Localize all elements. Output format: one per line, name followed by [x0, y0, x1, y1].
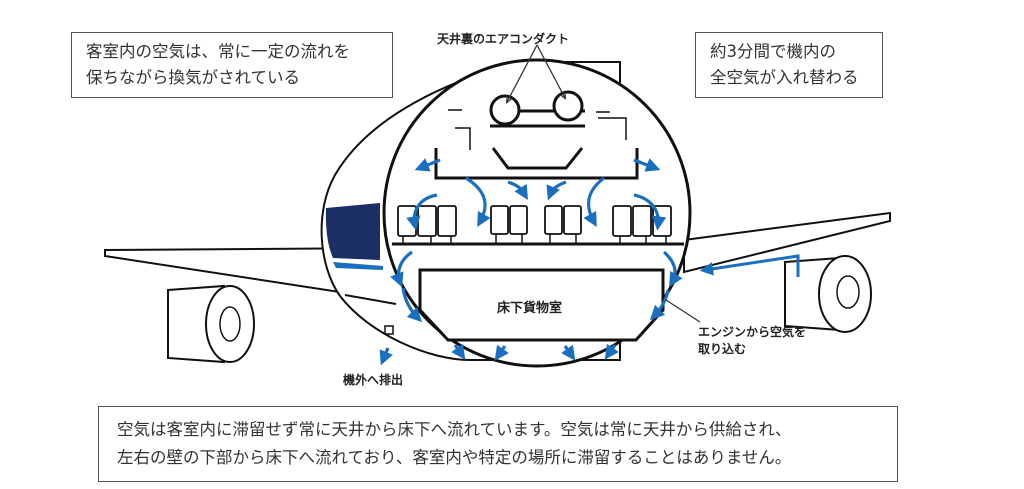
label-line: エンジンから空気を — [698, 325, 807, 339]
label-ceiling-duct: 天井裏のエアコンダクト — [437, 32, 570, 46]
info-box-summary: 空気は客室内に滞留せず常に天井から床下へ流れています。空気は常に天井から供給され… — [98, 406, 898, 482]
airflow-arrows — [379, 158, 683, 366]
info-line: 全空気が入れ替わる — [710, 68, 859, 87]
right-wing — [683, 211, 891, 274]
engine-bleed-arrow — [699, 254, 800, 277]
engine-label-leader — [665, 299, 701, 323]
label-line: 取り込む — [698, 342, 747, 356]
label-cargo-hold: 床下貨物室 — [497, 301, 563, 316]
info-line: 左右の壁の下部から床下へ流れており、客室内や特定の場所に滞留することはありません… — [117, 448, 792, 467]
label-engine-intake: エンジンから空気を 取り込む — [698, 324, 806, 358]
label-exhaust: 機外へ排出 — [343, 373, 404, 387]
info-line: 客室内の空気は、常に一定の流れを — [86, 42, 350, 61]
info-box-airflow: 客室内の空気は、常に一定の流れを 保ちながら換気がされている — [71, 32, 393, 98]
info-line: 保ちながら換気がされている — [86, 68, 301, 87]
seat-rows — [397, 205, 672, 237]
left-engine — [167, 284, 255, 364]
info-box-replacement: 約3分間で機内の 全空気が入れ替わる — [695, 32, 883, 98]
info-line: 約3分間で機内の — [710, 42, 836, 61]
outflow-valve — [384, 325, 394, 335]
info-line: 空気は客室内に滞留せず常に天井から床下へ流れています。空気は常に天井から供給され… — [117, 420, 792, 439]
